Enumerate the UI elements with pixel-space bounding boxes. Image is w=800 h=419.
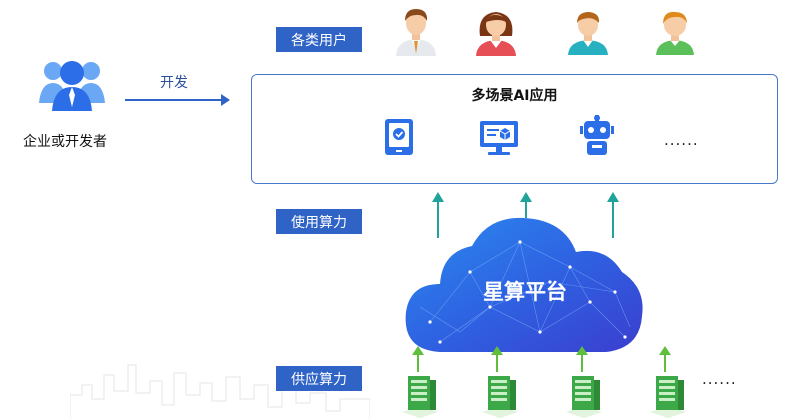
use-compute-label: 使用算力: [276, 209, 362, 234]
developer-label: 企业或开发者: [23, 134, 107, 150]
skyline-background: [70, 364, 370, 419]
platform-name-wrap: 星算平台: [400, 276, 650, 306]
xingsuan-cloud: [405, 217, 643, 352]
use-compute-arrows: [432, 192, 619, 238]
developer-group: 企业或开发者: [15, 55, 135, 155]
young-man-avatar-icon: [568, 12, 608, 55]
ai-apps-title: 多场景AI应用: [471, 88, 558, 104]
monitor-cube-icon: [480, 121, 518, 155]
develop-label: 开发: [160, 75, 188, 91]
server-stack-icon: [566, 376, 602, 418]
woman-avatar-icon: [476, 12, 516, 56]
users-layer-label: 各类用户: [276, 27, 362, 52]
user-group-icon: [39, 61, 105, 111]
server-stack-icon: [402, 376, 438, 418]
develop-arrow: [125, 94, 230, 106]
server-stack-icon: [482, 376, 518, 418]
servers-more: ......: [702, 370, 737, 388]
tablet-check-icon: [385, 119, 413, 155]
supply-compute-arrows: [412, 346, 671, 372]
supply-compute-label: 供应算力: [276, 366, 362, 391]
man-avatar-icon: [396, 9, 436, 56]
boy-avatar-icon: [656, 11, 694, 55]
apps-more: ......: [664, 131, 699, 149]
platform-name: 星算平台: [483, 280, 567, 304]
ai-apps-panel: 多场景AI应用 ......: [251, 74, 778, 184]
robot-icon: [580, 115, 614, 155]
server-stack-icon: [650, 376, 686, 418]
